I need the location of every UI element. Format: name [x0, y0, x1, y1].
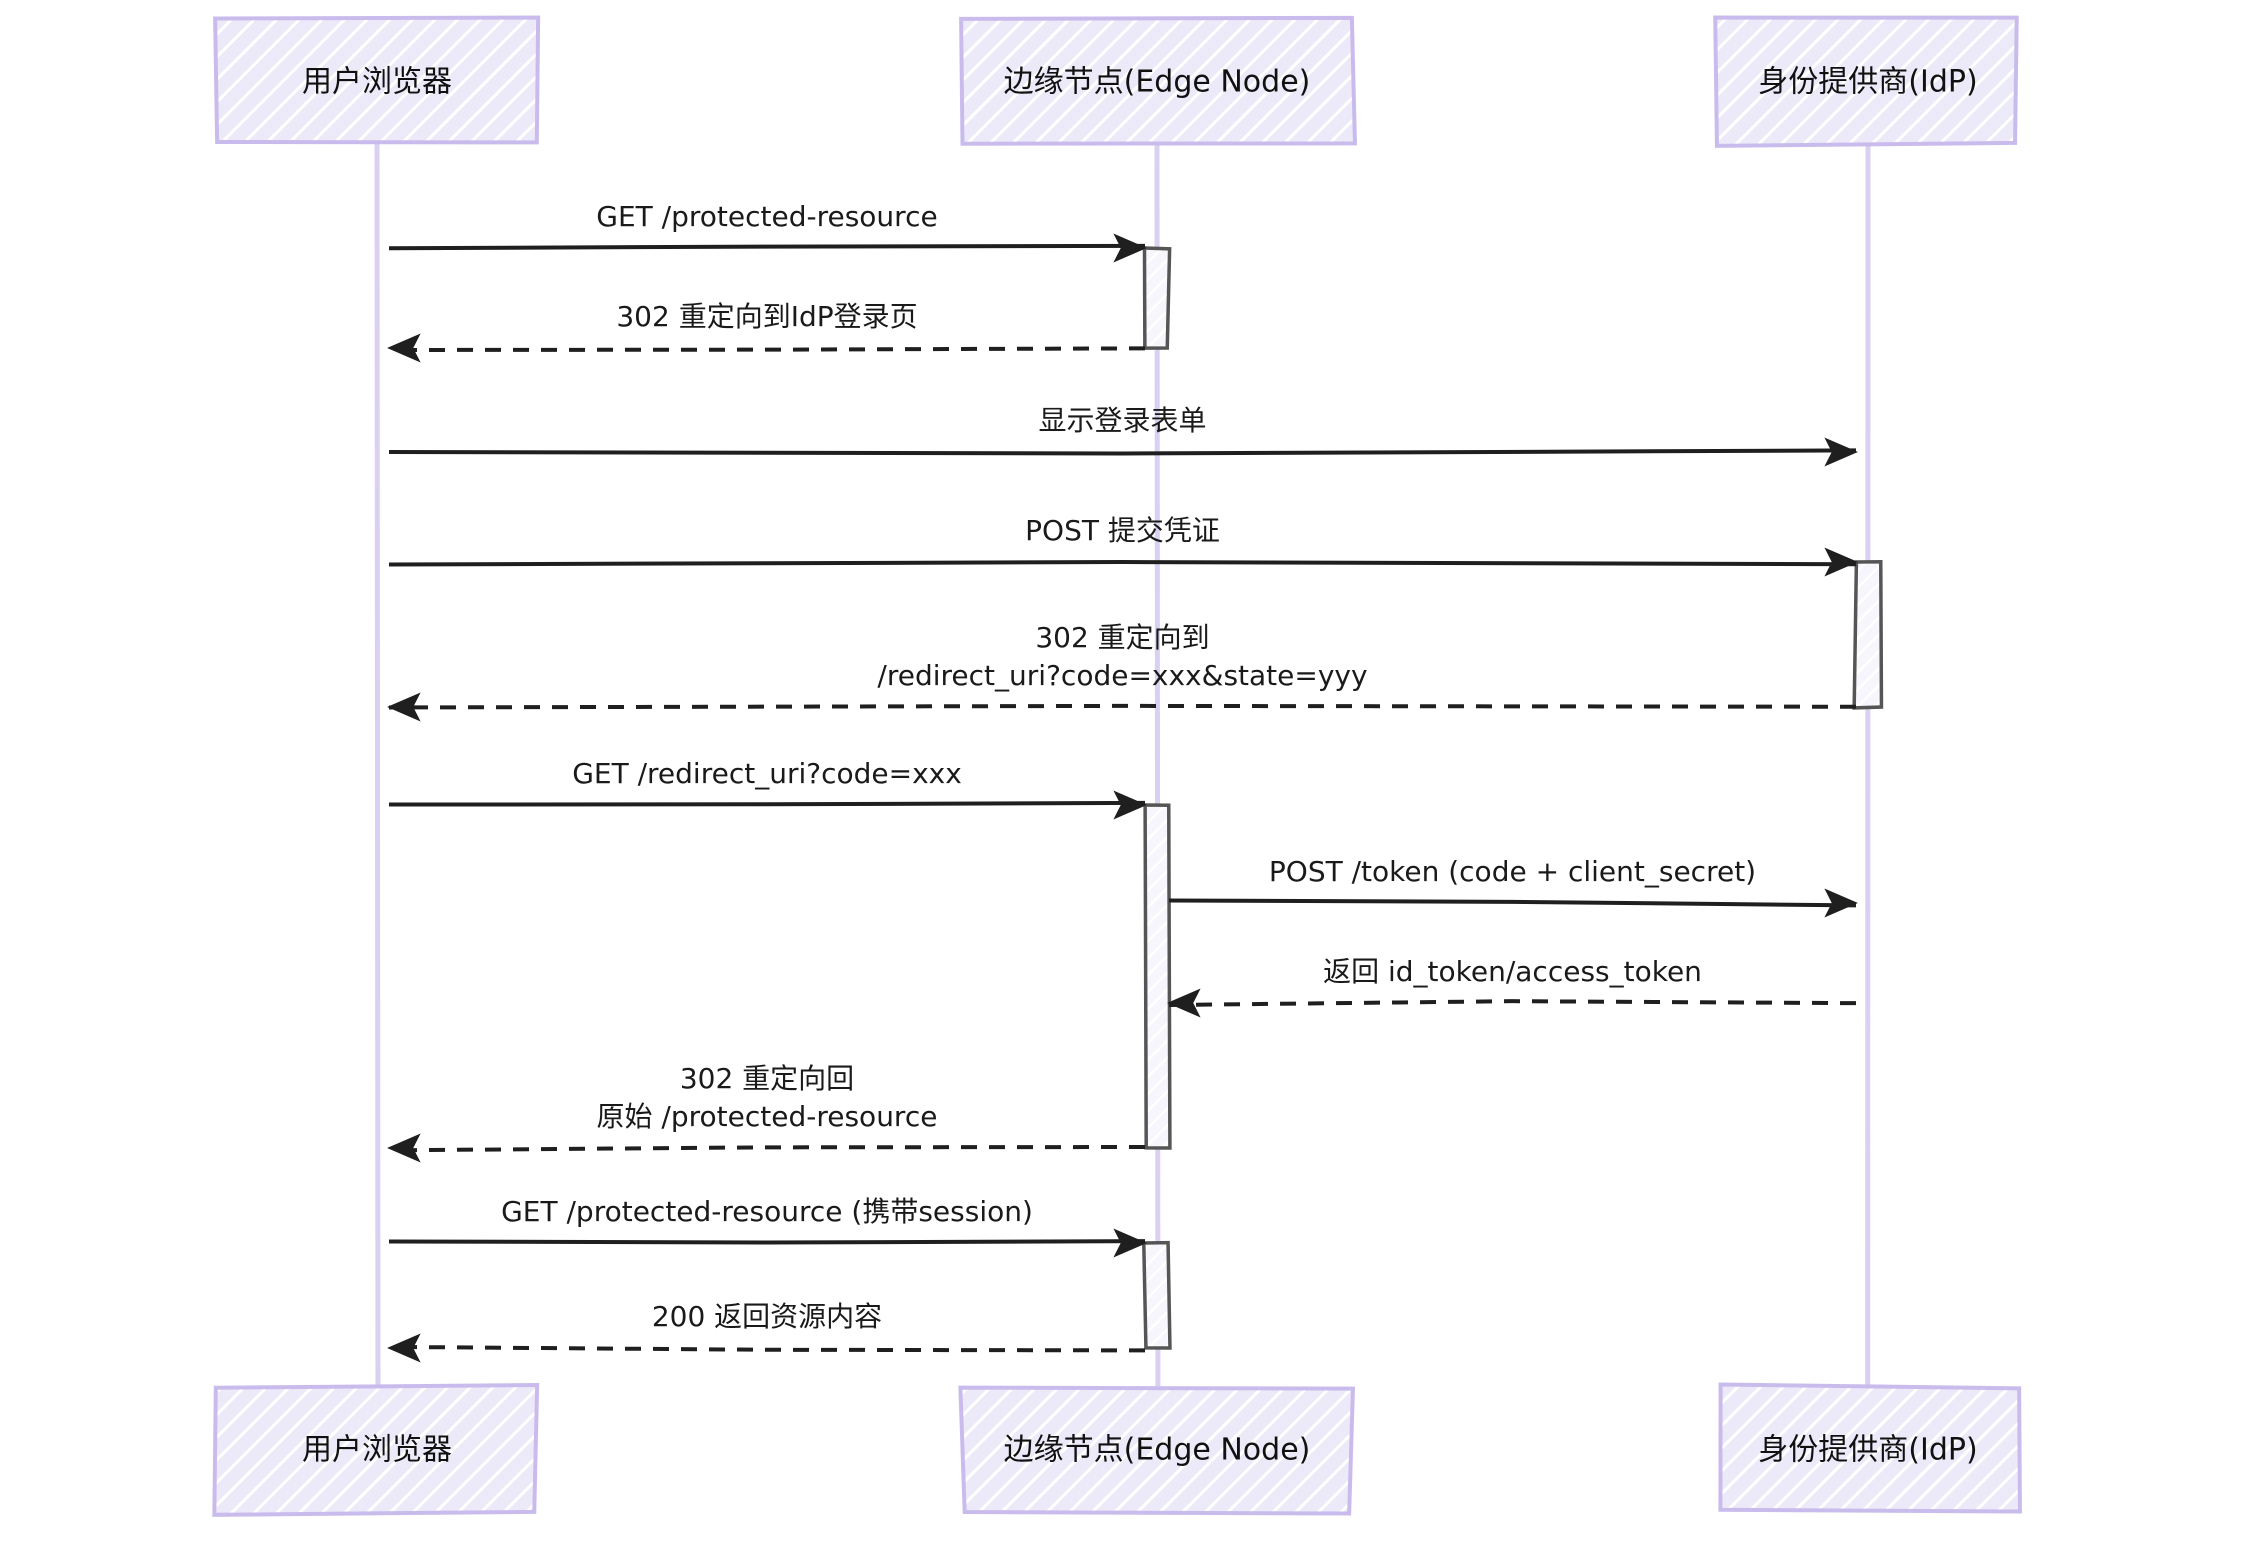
message-line-5	[389, 706, 1856, 708]
message-arrowhead-9	[389, 1135, 419, 1161]
participant-bottom-idp[interactable]: 身份提供商(IdP)	[1720, 1385, 2020, 1512]
message-line-7	[1169, 901, 1856, 906]
participant-bottom-edge[interactable]: 边缘节点(Edge Node)	[960, 1388, 1353, 1514]
message-5: 302 重定向到/redirect_uri?code=xxx&state=yyy	[389, 621, 1856, 720]
message-arrowhead-7	[1826, 890, 1856, 916]
participant-top-edge[interactable]: 边缘节点(Edge Node)	[961, 18, 1355, 144]
activation-box-edge-4	[1144, 1243, 1170, 1348]
message-label-8-line-1: 返回 id_token/access_token	[1323, 955, 1702, 988]
messages-group: GET /protected-resource 302 重定向到IdP登录页显示登…	[389, 200, 1856, 1361]
participant-top-browser[interactable]: 用户浏览器	[215, 17, 538, 142]
participant-top-idp[interactable]: 身份提供商(IdP)	[1715, 18, 2017, 146]
message-arrowhead-4	[1826, 549, 1856, 575]
message-6: GET /redirect_uri?code=xxx	[389, 757, 1145, 818]
message-line-11	[389, 1347, 1145, 1351]
message-label-2-line-1: 302 重定向到IdP登录页	[616, 300, 917, 333]
message-4: POST 提交凭证	[389, 514, 1856, 575]
message-2: 302 重定向到IdP登录页	[389, 300, 1145, 361]
activation-box-edge-1	[1144, 248, 1169, 348]
message-label-4-line-1: POST 提交凭证	[1025, 514, 1220, 547]
participant-label-browser: 用户浏览器	[302, 1433, 452, 1468]
activation-box-idp-2	[1854, 562, 1881, 708]
participant-label-edge: 边缘节点(Edge Node)	[1004, 65, 1311, 100]
participant-boxes-group: 用户浏览器边缘节点(Edge Node)身份提供商(IdP)用户浏览器边缘节点(…	[214, 17, 2020, 1514]
message-label-3-line-1: 显示登录表单	[1038, 404, 1206, 437]
participant-label-idp: 身份提供商(IdP)	[1758, 1433, 1977, 1468]
message-arrowhead-6	[1115, 792, 1145, 818]
message-line-6	[389, 803, 1145, 805]
message-label-9-line-1: 302 重定向回	[680, 1062, 854, 1095]
message-1: GET /protected-resource	[389, 200, 1145, 261]
message-line-10	[389, 1241, 1145, 1242]
message-label-9-line-2: 原始 /protected-resource	[597, 1100, 938, 1133]
message-label-1-line-1: GET /protected-resource	[596, 200, 937, 233]
participant-label-edge: 边缘节点(Edge Node)	[1004, 1433, 1311, 1468]
message-label-6-line-1: GET /redirect_uri?code=xxx	[572, 757, 962, 790]
message-11: 200 返回资源内容	[389, 1300, 1145, 1361]
message-arrowhead-1	[1115, 235, 1145, 261]
message-8: 返回 id_token/access_token	[1169, 955, 1856, 1016]
message-3: 显示登录表单	[389, 404, 1856, 465]
message-label-5-line-1: 302 重定向到	[1035, 621, 1209, 654]
lifeline-browser	[377, 144, 378, 1386]
participant-label-browser: 用户浏览器	[302, 65, 452, 100]
message-9: 302 重定向回原始 /protected-resource	[389, 1062, 1145, 1161]
message-label-11-line-1: 200 返回资源内容	[652, 1300, 882, 1333]
message-arrowhead-8	[1169, 990, 1199, 1016]
message-line-4	[389, 562, 1856, 564]
message-label-5-line-2: /redirect_uri?code=xxx&state=yyy	[877, 659, 1367, 692]
message-line-1	[389, 246, 1145, 248]
message-line-9	[389, 1147, 1145, 1150]
message-line-2	[389, 348, 1145, 350]
activation-box-edge-3	[1145, 805, 1170, 1148]
message-label-10-line-1: GET /protected-resource (携带session)	[501, 1195, 1033, 1228]
participant-label-idp: 身份提供商(IdP)	[1758, 65, 1977, 100]
message-line-8	[1169, 1001, 1856, 1005]
message-line-3	[389, 450, 1856, 453]
message-label-7-line-1: POST /token (code + client_secret)	[1269, 855, 1756, 888]
message-7: POST /token (code + client_secret)	[1169, 855, 1856, 916]
participant-bottom-browser[interactable]: 用户浏览器	[214, 1385, 537, 1515]
activations-group	[1144, 248, 1882, 1348]
message-10: GET /protected-resource (携带session)	[389, 1195, 1145, 1256]
